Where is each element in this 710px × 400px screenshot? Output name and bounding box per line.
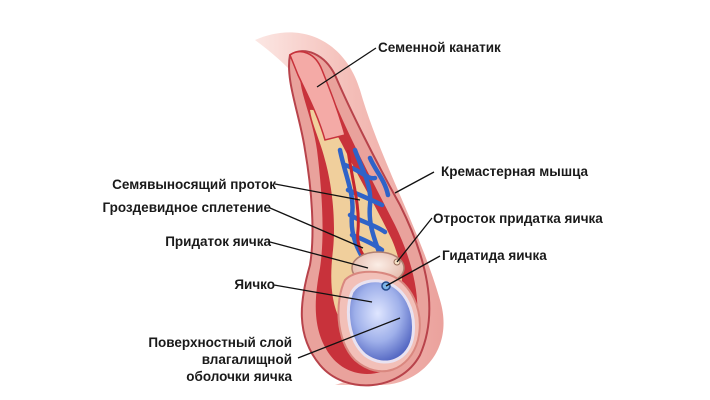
label-spermatic-cord: Семенной канатик xyxy=(378,40,501,55)
tunica-line-1: Поверхностный слой xyxy=(148,335,292,350)
leader-epididymis xyxy=(269,241,369,269)
leader-spermatic-cord xyxy=(316,47,377,88)
leader-hydatid xyxy=(385,255,441,287)
leader-pampiniform xyxy=(269,207,364,249)
label-vas-deferens: Семявыносящий проток xyxy=(112,177,276,192)
leader-cremaster xyxy=(394,171,435,194)
label-testis: Яичко xyxy=(234,277,275,292)
leader-appendix-epididymis xyxy=(396,217,433,263)
tunica-line-2: влагалищной xyxy=(201,352,292,367)
cord-top xyxy=(289,51,346,141)
label-cremaster: Кремастерная мышца xyxy=(441,164,589,179)
pampiniform-plexus xyxy=(337,147,391,265)
label-tunica-vaginalis: Поверхностный слой влагалищной оболочки … xyxy=(102,334,292,385)
leader-tunica xyxy=(297,317,401,359)
label-epididymis: Придаток яичка xyxy=(165,234,271,249)
testis xyxy=(346,279,415,364)
testicular-artery xyxy=(346,149,370,263)
leader-testis xyxy=(273,284,373,303)
leader-vas-deferens xyxy=(274,183,361,201)
label-hydatid: Гидатида яичка xyxy=(442,248,547,263)
tunica-line-3: оболочки яичка xyxy=(186,369,292,384)
label-pampiniform: Гроздевидное сплетение xyxy=(102,200,271,215)
label-appendix-epididymis: Отросток придатка яичка xyxy=(433,211,603,226)
leader-lines xyxy=(269,47,441,359)
